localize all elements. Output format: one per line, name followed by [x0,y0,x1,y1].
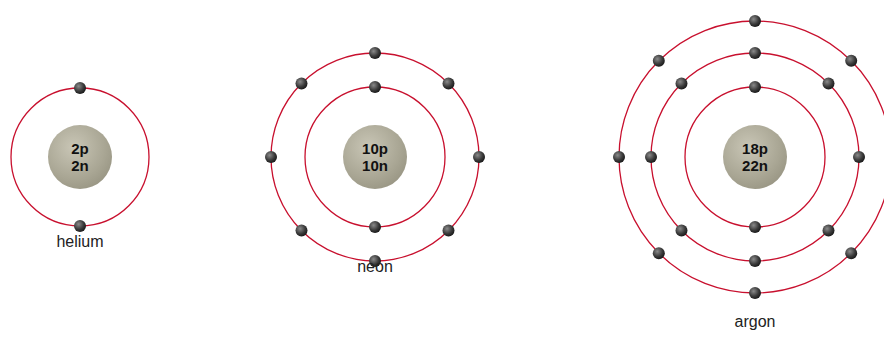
nucleus-circle: 2p 2n [48,125,112,189]
nucleus-circle: 10p 10n [343,125,407,189]
particle-count: 10p 10n [362,140,388,174]
electrons [74,15,884,299]
element-name: helium [56,233,103,251]
orbit-rings [11,21,884,293]
particle-count: 18p 22n [742,140,768,174]
element-name: argon [735,313,776,331]
nucleus-circle: 18p 22n [723,125,787,189]
element-name: neon [357,258,393,276]
particle-count: 2p 2n [71,140,89,174]
